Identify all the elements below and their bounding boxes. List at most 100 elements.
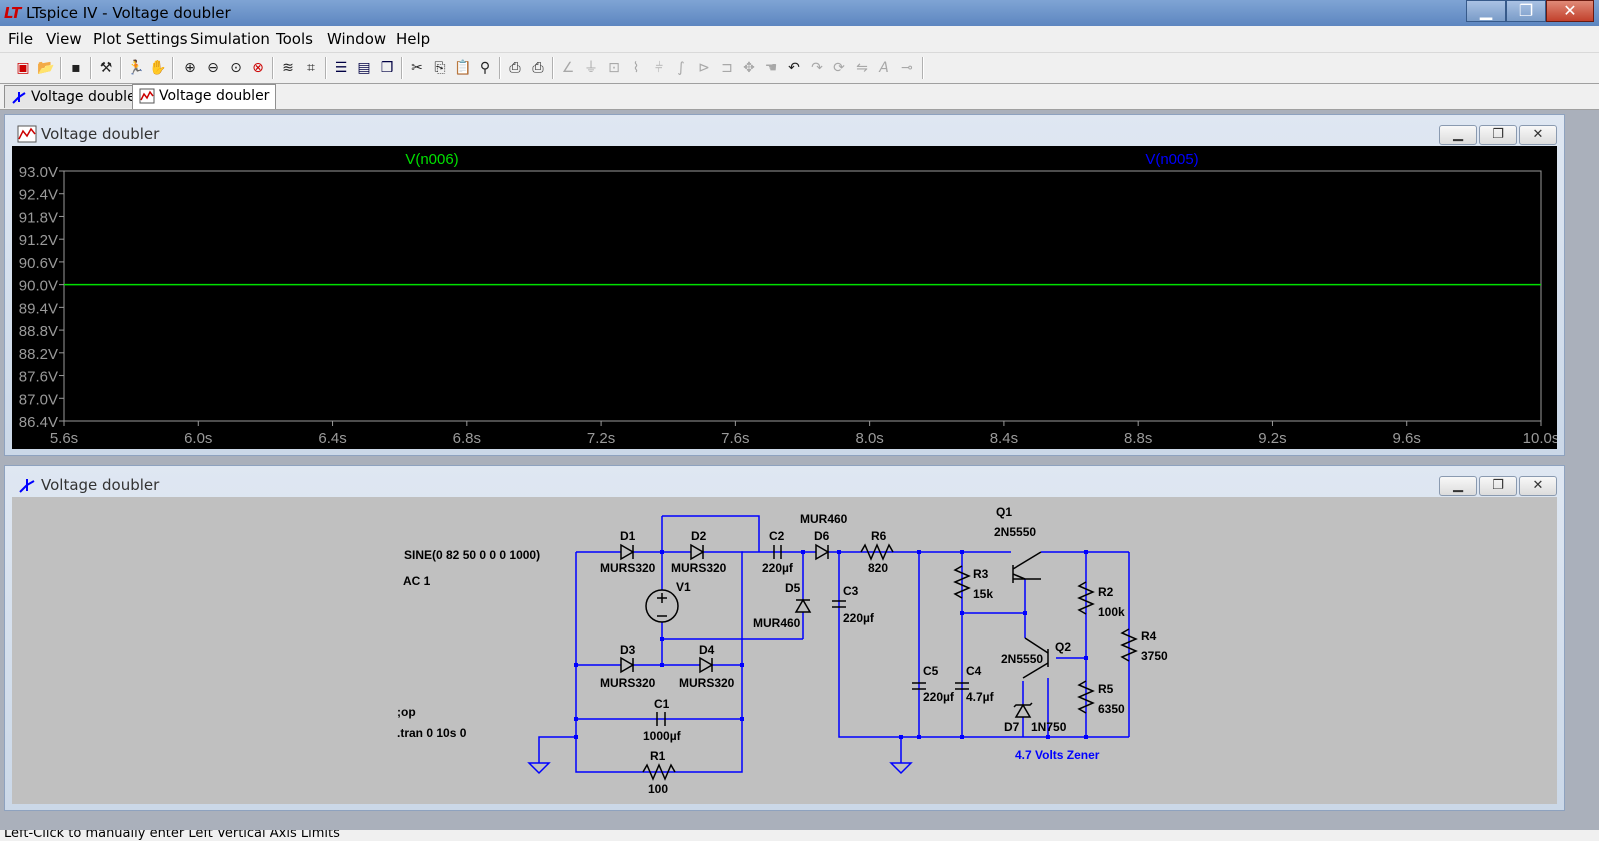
schematic-minimize-button[interactable]: ▁ xyxy=(1439,476,1477,496)
y-tick-label: 90.0V xyxy=(19,278,58,295)
d3-value: MURS320 xyxy=(600,676,656,690)
rotate-icon[interactable]: ⟳ xyxy=(833,60,845,76)
tile-vertical-icon[interactable]: ▤ xyxy=(357,60,371,76)
d5-ref: D5 xyxy=(785,581,801,595)
capacitor-icon[interactable]: ⫩ xyxy=(654,60,664,76)
x-tick-label: 7.6s xyxy=(721,430,749,447)
r1-value: 100 xyxy=(648,782,668,796)
tile-horizontal-icon[interactable]: ☰ xyxy=(334,60,348,76)
r3-ref: R3 xyxy=(973,567,989,581)
schematic-close-button[interactable]: ✕ xyxy=(1519,476,1557,496)
move-icon[interactable]: ✥ xyxy=(743,60,755,76)
ground-icon[interactable]: ⏚ xyxy=(584,60,598,76)
d2-ref: D2 xyxy=(691,529,707,543)
waveform-close-button[interactable]: ✕ xyxy=(1519,125,1557,145)
menu-simulation[interactable]: Simulation xyxy=(190,30,270,48)
waveform-restore-button[interactable]: ❐ xyxy=(1479,125,1517,145)
r6-value: 820 xyxy=(868,561,888,575)
d4-ref: D4 xyxy=(699,643,715,657)
inductor-icon[interactable]: ∫ xyxy=(677,60,685,76)
y-tick-label: 88.2V xyxy=(19,346,58,363)
spice-directive-icon[interactable]: ⊸ xyxy=(901,60,913,76)
autorange-icon[interactable]: ≋ xyxy=(282,60,294,76)
ac-directive-text: AC 1 xyxy=(403,574,431,588)
tab-waveform[interactable]: Voltage doubler xyxy=(132,84,277,109)
mirror-icon[interactable]: ⇋ xyxy=(856,60,868,76)
trace-label-vn006[interactable]: V(n006) xyxy=(405,151,458,168)
x-tick-label: 9.2s xyxy=(1258,430,1286,447)
y-tick-label: 88.8V xyxy=(19,323,58,340)
waveform-minimize-button[interactable]: ▁ xyxy=(1439,125,1477,145)
paste-icon[interactable]: 📋 xyxy=(454,60,472,76)
cascade-icon[interactable]: ❒ xyxy=(380,60,394,76)
d4-value: MURS320 xyxy=(679,676,735,690)
x-tick-label: 6.8s xyxy=(453,430,481,447)
copy-icon[interactable]: ⎘ xyxy=(434,60,446,76)
zener-note-text: 4.7 Volts Zener xyxy=(1015,748,1100,762)
junctions xyxy=(574,550,1088,739)
control-panel-icon[interactable]: ⚒ xyxy=(99,60,113,76)
d7-value: 1N750 xyxy=(1031,720,1067,734)
undo-icon[interactable]: ↶ xyxy=(788,60,800,76)
zoom-cancel-icon[interactable]: ⊗ xyxy=(252,60,264,76)
redo-icon[interactable]: ↷ xyxy=(811,60,823,76)
new-schematic-icon[interactable]: ▣ xyxy=(16,60,30,76)
component-icon[interactable]: ⊐ xyxy=(721,60,733,76)
c4-value: 4.7µf xyxy=(966,690,995,704)
minimize-button[interactable]: ▁ xyxy=(1466,0,1506,22)
status-bar: Left-Click to manually enter Left Vertic… xyxy=(0,830,1599,841)
add-trace-icon[interactable]: ⌗ xyxy=(307,60,315,76)
halt-icon[interactable]: ✋ xyxy=(149,60,167,76)
wire-icon[interactable]: ∠ xyxy=(561,60,575,76)
zoom-fit-icon[interactable]: ⊙ xyxy=(230,60,242,76)
run-icon[interactable]: 🏃 xyxy=(127,60,145,76)
op-directive-text: ;op xyxy=(397,705,416,719)
y-tick-label: 86.4V xyxy=(19,414,58,431)
waveform-window: Voltage doubler ▁ ❐ ✕ V(n006) V(n005) 5.… xyxy=(4,114,1565,456)
tab-schematic-label: Voltage doubler xyxy=(31,89,142,105)
c2-value: 220µf xyxy=(762,561,794,575)
find-icon[interactable]: ⚲ xyxy=(479,60,491,76)
r6-ref: R6 xyxy=(871,529,887,543)
menu-help[interactable]: Help xyxy=(396,30,431,48)
ground-symbols xyxy=(527,762,913,775)
drag-icon[interactable]: ☚ xyxy=(764,60,778,76)
x-tick-label: 10.0s xyxy=(1523,430,1557,447)
menu-view[interactable]: View xyxy=(46,30,82,48)
save-icon[interactable]: ▪ xyxy=(71,60,81,76)
r5-ref: R5 xyxy=(1098,682,1114,696)
schematic-canvas[interactable]: SINE(0 82 50 0 0 0 1000) AC 1 ;op .tran … xyxy=(12,497,1557,804)
c1-ref: C1 xyxy=(654,697,670,711)
menu-window[interactable]: Window xyxy=(327,30,387,48)
print-setup-icon[interactable]: ⎙ xyxy=(509,60,521,76)
d2-value: MURS320 xyxy=(671,561,727,575)
print-icon[interactable]: ⎙ xyxy=(532,60,544,76)
schematic-icon xyxy=(12,92,26,104)
waveform-window-icon xyxy=(17,125,37,143)
menu-plot-settings[interactable]: Plot Settings xyxy=(93,30,188,48)
trace-label-vn005[interactable]: V(n005) xyxy=(1145,151,1198,168)
zoom-out-icon[interactable]: ⊖ xyxy=(207,60,219,76)
zoom-in-icon[interactable]: ⊕ xyxy=(184,60,196,76)
maximize-button[interactable]: ❐ xyxy=(1506,0,1546,22)
schematic-drawing[interactable]: SINE(0 82 50 0 0 0 1000) AC 1 ;op .tran … xyxy=(12,497,1557,804)
label-icon[interactable]: ⊡ xyxy=(608,60,620,76)
menu-tools[interactable]: Tools xyxy=(276,30,313,48)
tab-schematic[interactable]: Voltage doubler xyxy=(4,85,149,108)
resistor-icon[interactable]: ⌇ xyxy=(632,60,640,76)
cut-icon[interactable]: ✂ xyxy=(411,60,423,76)
x-tick-label: 8.4s xyxy=(990,430,1018,447)
r2-value: 100k xyxy=(1098,605,1125,619)
schematic-restore-button[interactable]: ❐ xyxy=(1479,476,1517,496)
menu-file[interactable]: File xyxy=(8,30,34,48)
diode-icon[interactable]: ⊳ xyxy=(698,60,710,76)
open-icon[interactable]: 📂 xyxy=(37,60,55,76)
component-symbols xyxy=(620,543,1138,781)
text-icon[interactable]: A xyxy=(879,60,889,76)
window-title: LTspice IV - Voltage doubler xyxy=(26,4,231,22)
close-button[interactable]: ✕ xyxy=(1546,0,1594,22)
ltspice-logo-icon: LT xyxy=(4,4,22,22)
source-value-text: SINE(0 82 50 0 0 0 1000) xyxy=(404,548,540,562)
